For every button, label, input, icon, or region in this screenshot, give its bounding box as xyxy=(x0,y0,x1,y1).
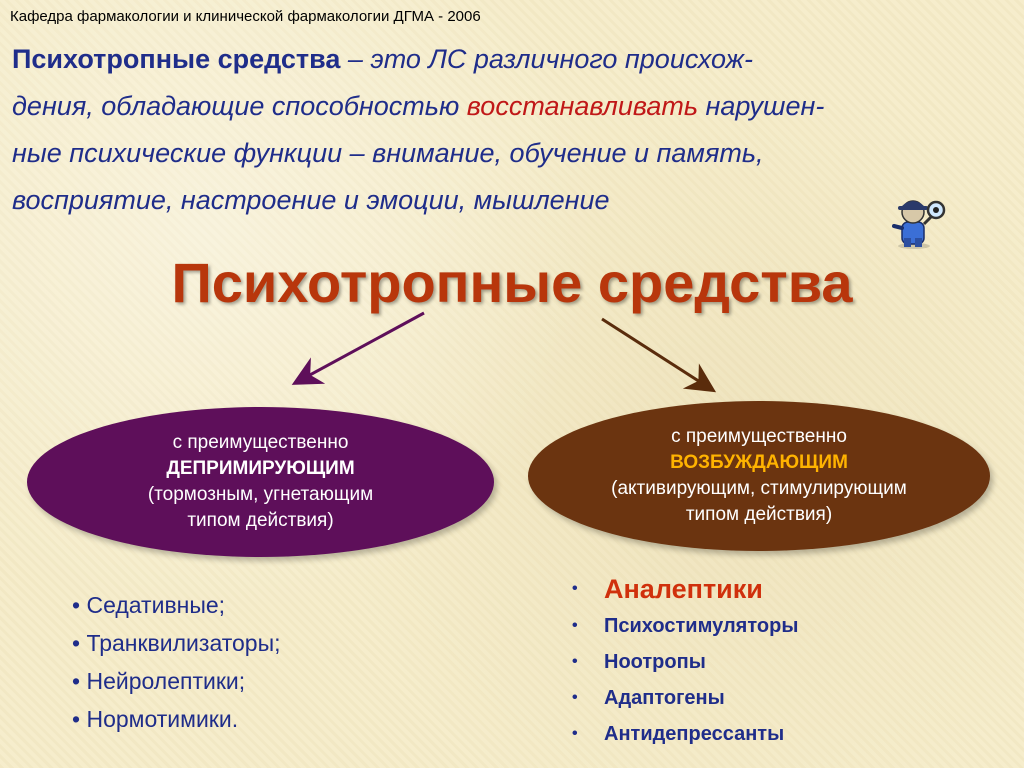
depressant-line-4: типом действия) xyxy=(187,510,334,531)
definition-line-2: дения, обладающие способностью восстанав… xyxy=(12,83,1012,130)
stimulant-line-3: (активирующим, стимулирующим xyxy=(611,478,907,499)
list-item: Аналептики xyxy=(572,570,798,608)
depressant-line-1: с преимущественно xyxy=(172,432,349,453)
detective-magnifier-icon xyxy=(886,192,948,257)
stimulant-line-4: типом действия) xyxy=(685,504,833,525)
definition-text: Психотропные средства – это ЛС различног… xyxy=(12,36,1012,224)
definition-line-3: ные психические функции – внимание, обуч… xyxy=(12,138,764,168)
definition-line-1-rest: это ЛС различного происхож- xyxy=(370,44,753,74)
list-item: Седативные; xyxy=(72,586,281,624)
main-title: Психотропные средства xyxy=(171,251,853,314)
list-item: Адаптогены xyxy=(572,680,798,716)
stimulant-drug-list: Аналептики Психостимуляторы Ноотропы Ада… xyxy=(572,570,798,752)
header-department: Кафедра фармакологии и клинической фарма… xyxy=(10,8,481,25)
list-item: Нейролептики; xyxy=(72,662,281,700)
definition-term: Психотропные средства xyxy=(12,44,341,74)
list-item: Антидепрессанты xyxy=(572,716,798,752)
stimulant-line-1: с преимущественно xyxy=(671,426,847,447)
definition-line-1: Психотропные средства – это ЛС различног… xyxy=(12,36,1012,83)
list-item: Транквилизаторы; xyxy=(72,624,280,662)
definition-highlight: восстанавливать xyxy=(466,91,699,121)
depressant-line-3: (тормозным, угнетающим xyxy=(147,484,374,505)
list-item: Нормотимики. xyxy=(72,700,281,738)
list-item: Ноотропы xyxy=(572,644,798,680)
arrow-right xyxy=(601,317,717,393)
definition-line-2-a: дения, обладающие способностью xyxy=(12,91,467,121)
stimulant-category-oval: с преимущественно ВОЗБУЖДАЮЩИМ (активиру… xyxy=(528,401,990,551)
definition-dash: – xyxy=(340,44,371,74)
list-item: Психостимуляторы xyxy=(572,608,798,644)
definition-line-2-b: нарушен- xyxy=(698,91,825,121)
definition-line-4: восприятие, настроение и эмоции, мышлени… xyxy=(12,185,610,215)
stimulant-label: ВОЗБУЖДАЮЩИМ xyxy=(670,452,848,473)
depressant-label: ДЕПРИМИРУЮЩИМ xyxy=(166,458,355,479)
depressant-drug-list: Седативные; Транквилизаторы; Нейролептик… xyxy=(72,586,281,738)
arrow-left xyxy=(291,311,425,385)
depressant-category-oval: с преимущественно ДЕПРИМИРУЮЩИМ (тормозн… xyxy=(27,407,494,557)
